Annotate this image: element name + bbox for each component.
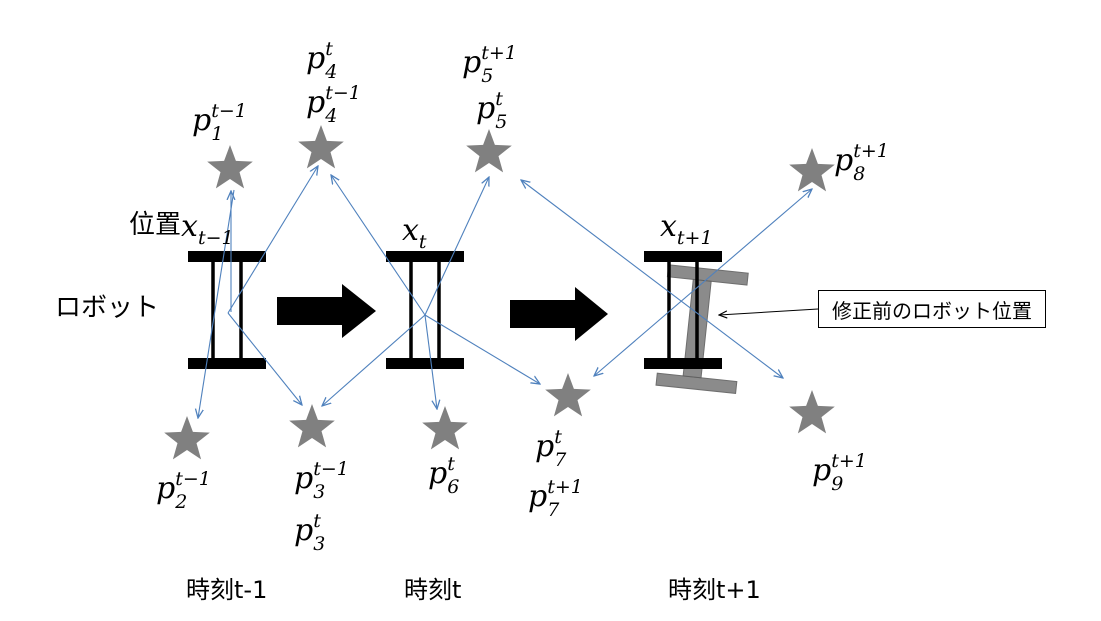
- observation-rays: [198, 166, 812, 418]
- ray: [424, 314, 437, 409]
- time-caption-t: 時刻t: [404, 576, 462, 604]
- star-p5-icon: [466, 129, 512, 173]
- ray: [594, 189, 812, 376]
- x-t-label: xt: [402, 216, 427, 252]
- landmark-stars: [164, 125, 835, 460]
- time-caption-t-minus-1: 時刻t-1: [186, 576, 268, 604]
- star-p3-icon: [289, 404, 335, 448]
- star-p9-icon: [789, 390, 835, 434]
- robot-wheel-bottom: [386, 358, 464, 369]
- star-p7-icon: [545, 373, 591, 417]
- math-base: x: [402, 213, 419, 248]
- time-caption-t-plus-1: 時刻t+1: [668, 576, 761, 604]
- robot-wheel-top: [188, 251, 266, 262]
- robot-wheel-bottom: [644, 358, 722, 369]
- ray: [198, 189, 235, 418]
- x-t-plus-1-label: xt+1: [660, 212, 713, 248]
- math-sub: t+1: [676, 227, 713, 249]
- ray: [331, 175, 426, 316]
- star-p2-icon: [164, 416, 210, 460]
- robot-wheel-top: [386, 251, 464, 262]
- ray: [424, 177, 489, 316]
- ray: [322, 314, 426, 406]
- motion-arrow-2: [510, 287, 608, 341]
- robot-t: [386, 251, 464, 369]
- math-base: x: [181, 209, 198, 244]
- math-sub: t−1: [197, 227, 234, 249]
- robot-t-minus-1: [188, 251, 266, 369]
- motion-arrow-1: [277, 284, 376, 338]
- position-label: 位置xt−1: [129, 212, 234, 248]
- star-p4-icon: [298, 125, 344, 169]
- robot-label: ロボット: [55, 293, 160, 323]
- callout-box: 修正前のロボット位置: [818, 290, 1046, 328]
- star-p8-icon: [789, 148, 835, 192]
- robot-wheel-top: [644, 251, 722, 262]
- ray: [227, 166, 318, 314]
- math-base: x: [660, 209, 677, 244]
- callout-pointer: [719, 308, 819, 315]
- math-sub: t: [418, 231, 427, 253]
- star-p1-icon: [207, 145, 253, 189]
- robot-wheel-bottom: [188, 358, 266, 369]
- star-p6-icon: [422, 406, 468, 450]
- ray: [227, 312, 302, 405]
- position-prefix: 位置: [129, 210, 182, 240]
